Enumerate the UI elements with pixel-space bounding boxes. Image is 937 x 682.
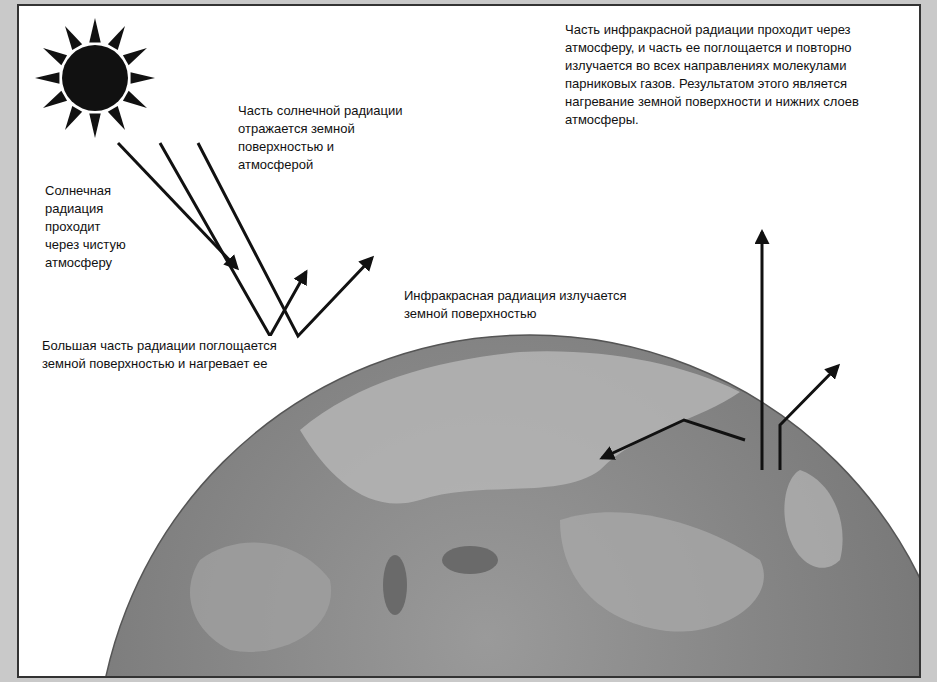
radiation-arrow — [780, 366, 838, 470]
radiation-arrow — [761, 232, 764, 470]
radiation-arrow — [602, 420, 745, 458]
annotation-text: Часть солнечной радиации отражается земн… — [236, 101, 408, 175]
sun-disc — [62, 45, 128, 111]
sun-ray — [43, 91, 67, 108]
sun-ray — [89, 18, 100, 42]
sun-symbol — [35, 18, 155, 138]
sun-ray — [123, 48, 147, 65]
annotation-text: Солнечная радиация проходит через чистую… — [43, 181, 139, 273]
sun-ray — [108, 106, 125, 130]
sun-ray — [43, 48, 67, 65]
radiation-arrows — [118, 143, 838, 470]
sun-ray — [108, 26, 125, 50]
sun-ray — [89, 114, 100, 138]
sun-ray — [65, 26, 82, 50]
sun-ray — [35, 72, 59, 83]
sun-ray — [65, 106, 82, 130]
earth-globe — [96, 335, 919, 676]
annotation-text: Инфракрасная радиация излучается земной … — [402, 286, 666, 324]
sun-ray — [123, 91, 147, 108]
sun-ray — [131, 72, 155, 83]
annotation-text: Большая часть радиации поглощается земно… — [40, 336, 282, 374]
annotation-text: Часть инфракрасной радиации проходит чер… — [563, 20, 912, 130]
